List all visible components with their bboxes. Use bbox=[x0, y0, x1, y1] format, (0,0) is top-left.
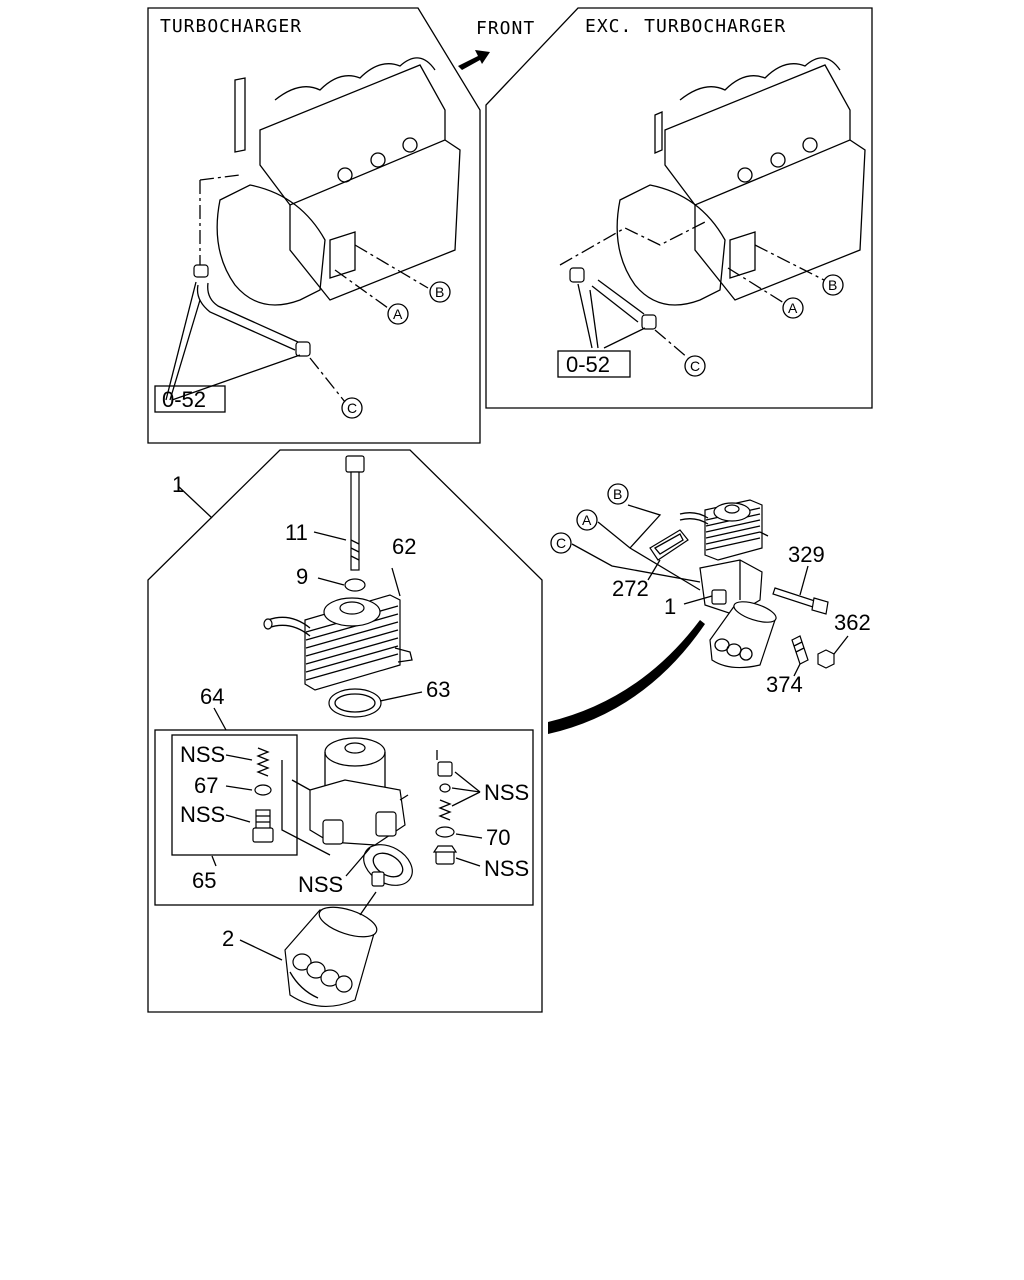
assembled-housing bbox=[699, 559, 763, 616]
svg-text:A: A bbox=[393, 306, 403, 322]
front-arrow-icon bbox=[458, 50, 490, 70]
callout-c-assembly: C bbox=[550, 532, 572, 554]
subassembly-box-64 bbox=[154, 729, 534, 906]
callout-c-right: C bbox=[684, 355, 706, 377]
oil-hose-exc bbox=[569, 267, 657, 330]
part-label-63: 63 bbox=[426, 677, 450, 702]
part-label-70: 70 bbox=[486, 825, 510, 850]
ref-label-left: 0-52 bbox=[162, 387, 206, 412]
part-label-62: 62 bbox=[392, 534, 416, 559]
part-label-nss-4: NSS bbox=[484, 856, 529, 881]
part-label-11: 11 bbox=[285, 520, 308, 545]
part-label-nss-center: NSS bbox=[298, 872, 343, 897]
svg-text:B: B bbox=[828, 277, 837, 293]
svg-text:C: C bbox=[690, 358, 700, 374]
part-label-nss-3: NSS bbox=[484, 780, 529, 805]
ref-label-right: 0-52 bbox=[566, 352, 610, 377]
engine-block-exc bbox=[559, 57, 866, 306]
callout-a-assembly: A bbox=[576, 509, 598, 531]
exc-turbocharger-title: EXC. TURBOCHARGER bbox=[585, 16, 786, 37]
part-label-362: 362 bbox=[834, 610, 871, 635]
gasket-63 bbox=[328, 688, 382, 718]
front-indicator: FRONT bbox=[458, 18, 535, 70]
ref-box-left bbox=[154, 385, 226, 413]
svg-text:C: C bbox=[556, 535, 566, 551]
ref-box-right bbox=[557, 350, 631, 378]
bolt-329 bbox=[772, 587, 829, 615]
oil-cooler-62 bbox=[263, 594, 413, 691]
turbocharger-panel: TURBOCHARGER 0-52 bbox=[147, 7, 481, 444]
relief-valve-parts-right bbox=[432, 761, 458, 865]
part-label-374: 374 bbox=[766, 672, 803, 697]
part-label-nss-2: NSS bbox=[180, 802, 225, 827]
gasket-272 bbox=[649, 529, 689, 561]
oil-filter-2 bbox=[284, 906, 378, 1008]
washer-9 bbox=[344, 578, 366, 592]
bolt-11 bbox=[345, 455, 365, 571]
stud-374 bbox=[791, 635, 809, 665]
callout-b-assembly: B bbox=[607, 483, 629, 505]
oil-cooler-assembly-panel: 1 11 9 62 63 bbox=[147, 449, 543, 1013]
part-label-9: 9 bbox=[296, 564, 308, 589]
front-label: FRONT bbox=[476, 18, 535, 39]
assembled-filter bbox=[709, 601, 777, 669]
subassembly-box-65 bbox=[171, 734, 298, 856]
assembled-view: 272 1 B A C 329 3 bbox=[550, 483, 871, 697]
part-label-65: 65 bbox=[192, 868, 216, 893]
relief-valve-parts-left bbox=[252, 747, 274, 843]
part-label-1-assembly: 1 bbox=[664, 594, 676, 619]
turbocharger-title: TURBOCHARGER bbox=[160, 16, 302, 37]
callout-a-right: A bbox=[782, 297, 804, 319]
part-label-64: 64 bbox=[200, 684, 224, 709]
assembly-link-arrow bbox=[548, 620, 705, 734]
exc-turbocharger-panel: EXC. TURBOCHARGER 0-52 bbox=[485, 7, 873, 409]
part-label-272: 272 bbox=[612, 576, 649, 601]
part-label-2: 2 bbox=[222, 926, 234, 951]
svg-text:A: A bbox=[788, 300, 798, 316]
svg-text:A: A bbox=[582, 512, 592, 528]
nut-362 bbox=[817, 649, 835, 669]
callout-b-right: B bbox=[822, 274, 844, 296]
part-label-nss-1: NSS bbox=[180, 742, 225, 767]
engine-block-turbo bbox=[199, 57, 461, 306]
filter-adapter bbox=[363, 844, 413, 887]
oil-hose-turbo bbox=[193, 264, 311, 357]
part-label-329: 329 bbox=[788, 542, 825, 567]
svg-text:C: C bbox=[347, 400, 357, 416]
callout-c-left: C bbox=[341, 397, 363, 419]
part-label-1: 1 bbox=[172, 472, 184, 497]
callout-b-left: B bbox=[429, 281, 451, 303]
callout-a-left: A bbox=[387, 303, 409, 325]
part-label-67: 67 bbox=[194, 773, 218, 798]
assembled-cooler bbox=[679, 499, 769, 561]
oil-filter-housing bbox=[291, 737, 409, 846]
svg-text:B: B bbox=[435, 284, 444, 300]
svg-text:B: B bbox=[613, 486, 622, 502]
